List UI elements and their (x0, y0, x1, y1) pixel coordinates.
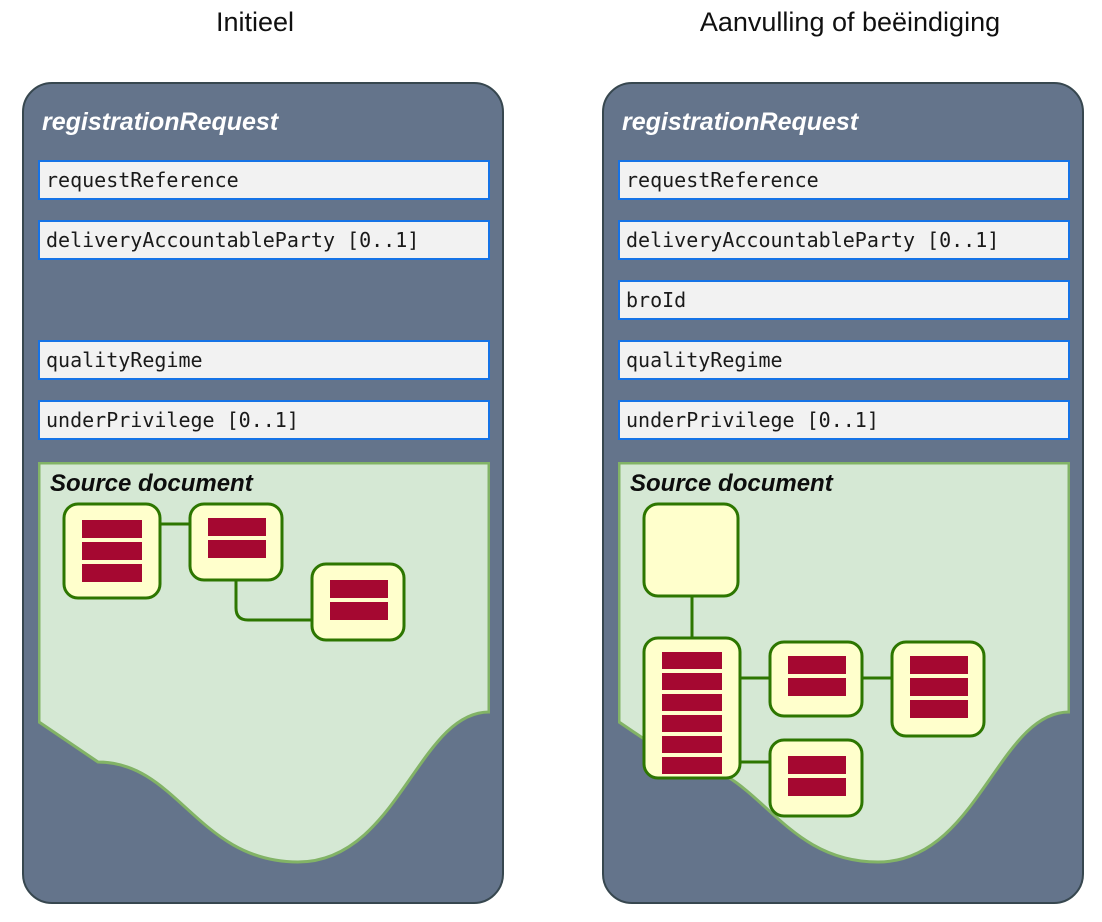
panel-title-right: registrationRequest (622, 108, 859, 136)
graph-node-m2[interactable] (768, 640, 864, 718)
graph-node-m3[interactable] (890, 640, 986, 738)
field-broId-right[interactable]: broId (618, 280, 1070, 320)
graph-node-n3[interactable] (310, 562, 406, 642)
field-deliveryAccountableParty-right[interactable]: deliveryAccountableParty [0..1] (618, 220, 1070, 260)
source-document-graph-right (642, 502, 986, 818)
field-qualityRegime-left[interactable]: qualityRegime (38, 340, 490, 380)
registration-request-panel-left: registrationRequest requestReference del… (22, 82, 504, 904)
panel-title-left: registrationRequest (42, 108, 279, 136)
source-document-title-left: Source document (50, 470, 253, 497)
field-deliveryAccountableParty-left[interactable]: deliveryAccountableParty [0..1] (38, 220, 490, 260)
source-document-title-right: Source document (630, 470, 833, 497)
field-qualityRegime-right[interactable]: qualityRegime (618, 340, 1070, 380)
field-underPrivilege-right[interactable]: underPrivilege [0..1] (618, 400, 1070, 440)
field-requestReference-right[interactable]: requestReference (618, 160, 1070, 200)
graph-node-m0[interactable] (642, 502, 740, 598)
graph-node-n2[interactable] (188, 502, 284, 582)
source-document-left: Source document (38, 462, 490, 888)
source-document-graph-left (62, 502, 406, 642)
field-requestReference-left[interactable]: requestReference (38, 160, 490, 200)
column-title-left: Initieel (215, 7, 295, 37)
edge-n2-n3 (234, 580, 312, 622)
graph-node-m1[interactable] (642, 636, 742, 780)
registration-request-panel-right: registrationRequest requestReference del… (602, 82, 1084, 904)
graph-node-m4[interactable] (768, 738, 864, 818)
source-document-right: Source document (618, 462, 1070, 888)
graph-node-n1[interactable] (62, 502, 162, 600)
column-title-right: Aanvulling of beëindiging (699, 7, 1001, 37)
field-underPrivilege-left[interactable]: underPrivilege [0..1] (38, 400, 490, 440)
